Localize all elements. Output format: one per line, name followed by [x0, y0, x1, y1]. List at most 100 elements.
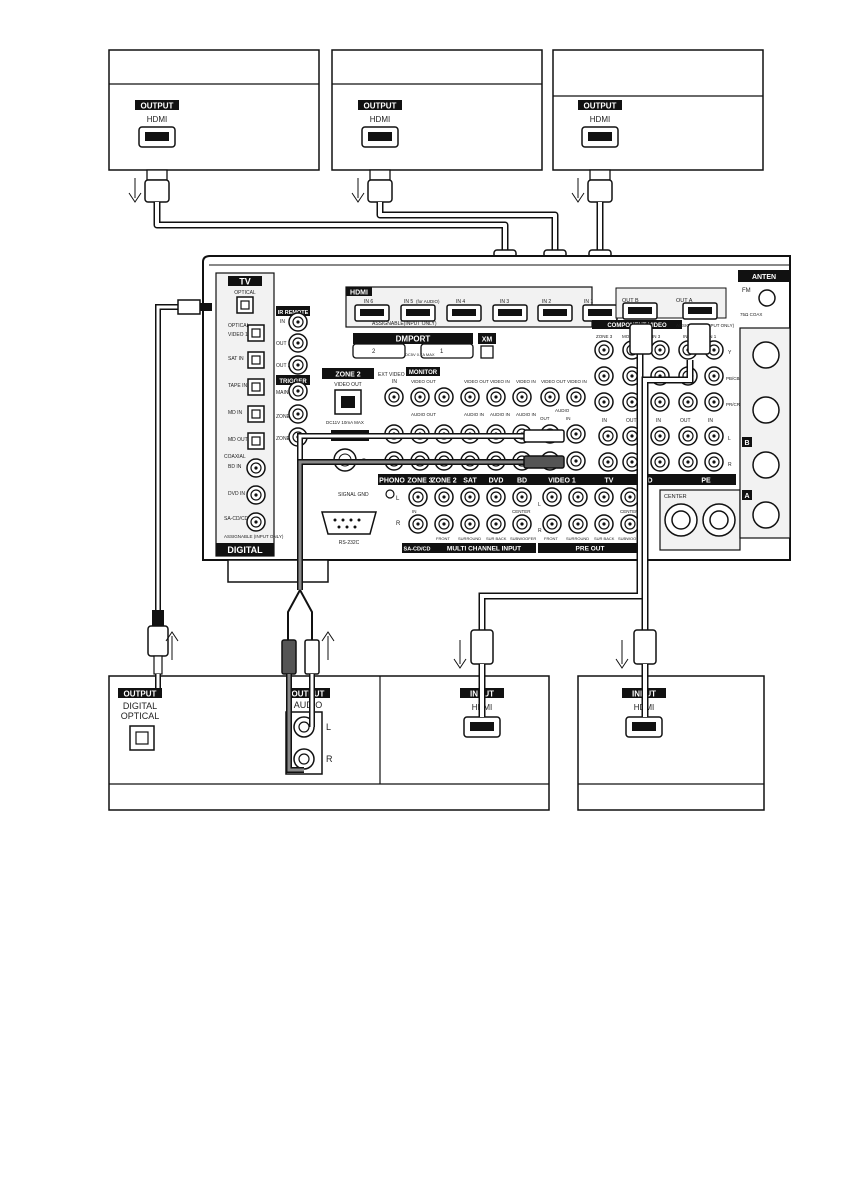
svg-text:IN 3: IN 3 [652, 334, 661, 339]
svg-text:SAT: SAT [463, 478, 477, 485]
svg-text:IN 3: IN 3 [500, 299, 509, 305]
rs232-section: SIGNAL GND RS-232C [321, 489, 395, 546]
svg-text:SURROUND: SURROUND [566, 536, 589, 541]
svg-text:SUBWOOFER: SUBWOOFER [618, 536, 644, 541]
top-device-3: OUTPUT HDMI [552, 49, 764, 171]
analog-av-section: EXT VIDEO MONITOR IN VIDEO OUT VIDEO OUT… [362, 367, 620, 485]
top2-port-type: HDMI [370, 115, 390, 124]
svg-text:ASSIGNABLE (INPUT ONLY): ASSIGNABLE (INPUT ONLY) [224, 534, 284, 539]
optical-cable [147, 299, 212, 675]
svg-text:FRONT: FRONT [436, 536, 450, 541]
svg-text:XM: XM [482, 337, 493, 344]
svg-text:OUT: OUT [626, 418, 637, 424]
svg-text:IN: IN [566, 416, 571, 421]
svg-text:SUR BACK: SUR BACK [486, 536, 507, 541]
svg-text:EXT VIDEO: EXT VIDEO [378, 372, 405, 378]
svg-text:FRONT: FRONT [544, 536, 558, 541]
hdmi-section: HDMI IN 6 IN 5 (for AUDIO) IN 4 IN 3 IN … [345, 286, 727, 328]
bottom-projector-device: INPUT HDMI [577, 675, 765, 811]
svg-text:IN 1: IN 1 [708, 334, 717, 339]
svg-text:CENTER: CENTER [512, 509, 531, 514]
svg-text:R: R [326, 754, 333, 764]
svg-text:IN: IN [708, 418, 713, 424]
digital-label: DIGITAL [227, 545, 263, 555]
svg-text:PHONO: PHONO [379, 478, 405, 485]
svg-text:SA-CD/CD IN: SA-CD/CD IN [224, 516, 255, 522]
svg-text:MONITOR: MONITOR [409, 370, 438, 376]
svg-text:D: D [647, 478, 652, 485]
svg-text:BD: BD [517, 478, 527, 485]
svg-text:ZONE 2: ZONE 2 [335, 372, 360, 379]
svg-text:MD IN: MD IN [228, 410, 243, 416]
svg-text:VIDEO OUT: VIDEO OUT [411, 379, 436, 384]
svg-text:DC11V 10mA MAX: DC11V 10mA MAX [326, 420, 364, 425]
svg-text:PR/CR: PR/CR [726, 402, 741, 407]
optical-out-title: OUTPUT [124, 690, 157, 699]
svg-text:L: L [326, 722, 331, 732]
svg-text:VIDEO OUT: VIDEO OUT [541, 379, 566, 384]
top-device-2: OUTPUT HDMI [331, 49, 543, 171]
svg-text:AUDIO IN: AUDIO IN [516, 412, 536, 417]
svg-text:IN 4: IN 4 [456, 299, 465, 305]
svg-text:BD IN: BD IN [228, 464, 242, 470]
svg-text:R: R [538, 528, 542, 534]
svg-text:SAT IN: SAT IN [228, 356, 244, 362]
svg-text:IN: IN [392, 379, 397, 385]
svg-text:SUR BACK: SUR BACK [594, 536, 615, 541]
svg-text:OUT 2: OUT 2 [276, 363, 291, 369]
signal-arrows-top [128, 178, 585, 203]
svg-text:VIDEO 1: VIDEO 1 [548, 478, 576, 485]
svg-text:IN 2: IN 2 [542, 299, 551, 305]
svg-text:VIDEO 1 IN: VIDEO 1 IN [228, 332, 255, 338]
svg-text:OUT 1: OUT 1 [276, 341, 291, 347]
svg-text:CENTER: CENTER [664, 494, 687, 500]
svg-text:ZONE 3: ZONE 3 [276, 436, 294, 442]
top-hdmi-cables [153, 202, 604, 250]
svg-text:OUT A: OUT A [676, 298, 693, 304]
svg-text:ZONE 3: ZONE 3 [407, 478, 432, 485]
svg-text:RS-232C: RS-232C [339, 540, 360, 546]
svg-text:IN 1: IN 1 [584, 299, 593, 305]
svg-text:OUT: OUT [680, 418, 691, 424]
svg-text:COAXIAL: COAXIAL [224, 454, 246, 460]
svg-text:TRIGGER: TRIGGER [279, 379, 307, 385]
svg-text:VIDEO OUT: VIDEO OUT [464, 379, 489, 384]
svg-text:(for AUDIO): (for AUDIO) [416, 299, 440, 304]
svg-text:FM: FM [742, 288, 751, 294]
svg-text:1: 1 [440, 349, 444, 355]
svg-text:SA-CD/CD: SA-CD/CD [404, 547, 431, 553]
svg-text:A: A [744, 493, 749, 500]
top2-port-title: OUTPUT [364, 102, 397, 111]
svg-text:TAPE IN: TAPE IN [228, 383, 247, 389]
svg-text:75Ω COAX: 75Ω COAX [740, 312, 762, 317]
svg-text:AUDIO IN: AUDIO IN [490, 412, 510, 417]
svg-text:ZONE 2: ZONE 2 [431, 478, 456, 485]
svg-text:OPTICAL: OPTICAL [121, 711, 160, 721]
svg-text:IN: IN [412, 509, 417, 514]
tv-section-label: TV [239, 277, 251, 287]
top1-port-title: OUTPUT [141, 102, 174, 111]
svg-text:IN 5: IN 5 [404, 299, 413, 305]
svg-text:Y: Y [728, 350, 732, 356]
svg-text:IN: IN [656, 418, 661, 424]
svg-text:L: L [538, 502, 541, 508]
svg-text:MAIN: MAIN [276, 390, 289, 396]
bottom-av-device: OUTPUT DIGITAL OPTICAL OUTPUT AUDIO L R … [108, 675, 550, 811]
svg-text:L: L [396, 496, 400, 502]
dmport-section: DMPORT 2 1 DC5V 0.7A MAX XM [352, 333, 496, 359]
bottom-cable-stubs [155, 664, 649, 773]
svg-text:R: R [728, 462, 732, 468]
svg-text:VIDEO IN: VIDEO IN [516, 379, 536, 384]
svg-text:2: 2 [372, 349, 376, 355]
svg-text:MD OUT: MD OUT [228, 437, 248, 443]
svg-text:ASSIGNABLE(INPUT ONLY): ASSIGNABLE(INPUT ONLY) [372, 321, 437, 327]
svg-text:TV: TV [605, 478, 614, 485]
svg-text:PB/CB: PB/CB [726, 376, 740, 381]
top1-port-type: HDMI [147, 115, 167, 124]
svg-text:SIGNAL GND: SIGNAL GND [338, 492, 369, 498]
svg-text:PE: PE [701, 478, 711, 485]
svg-text:AUDIO: AUDIO [294, 700, 323, 710]
digital-audio-section: TV OPTICAL OPTICAL VIDEO 1 IN SAT IN TAP… [215, 272, 284, 557]
svg-text:ZONE 2: ZONE 2 [276, 414, 294, 420]
svg-text:AUDIO OUT: AUDIO OUT [411, 412, 436, 417]
